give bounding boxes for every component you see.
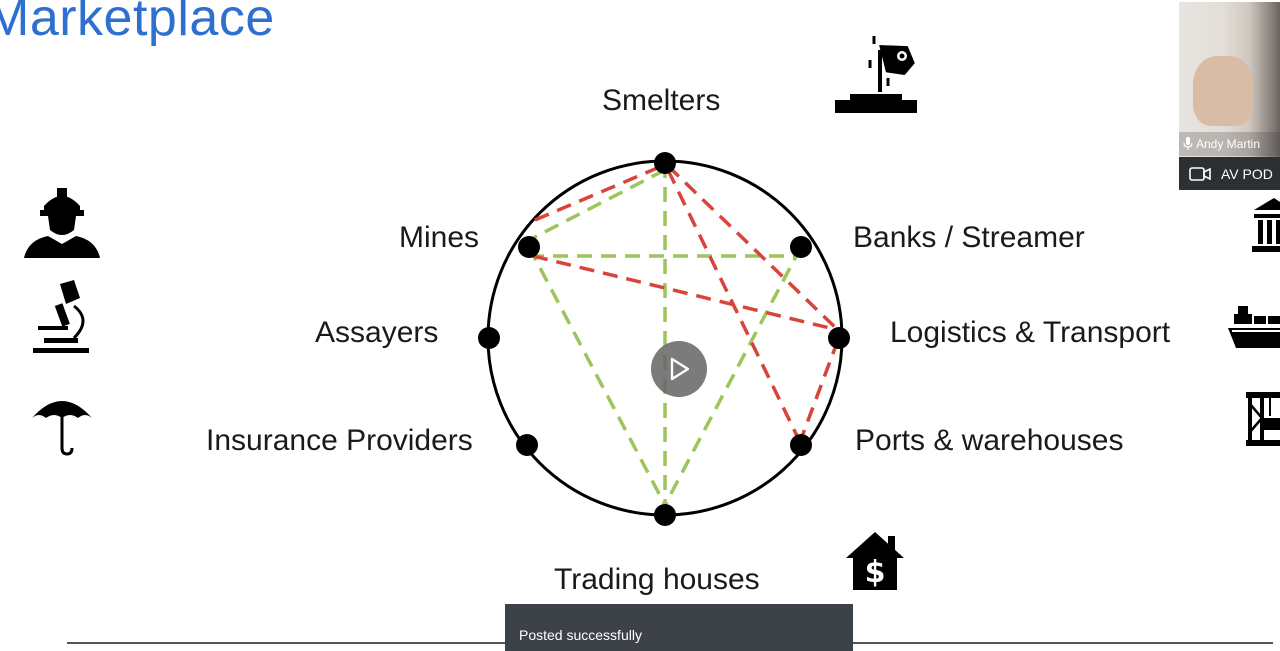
svg-text:$: $ xyxy=(865,555,886,590)
play-icon xyxy=(670,357,690,381)
label-smelters: Smelters xyxy=(602,84,721,117)
av-pod-label: AV POD xyxy=(1221,165,1273,182)
node-logistics xyxy=(828,327,850,349)
label-insurance: Insurance Providers xyxy=(206,424,473,457)
participant-name-bar: Andy Martin xyxy=(1179,132,1280,156)
toast-message: Posted successfully xyxy=(519,627,642,643)
slide-title: Marketplace xyxy=(0,0,275,47)
play-button[interactable] xyxy=(651,341,707,397)
label-assayers: Assayers xyxy=(315,316,439,349)
red-link-smelters-logistics xyxy=(666,164,840,332)
red-link-logistics-ports xyxy=(798,339,840,443)
red-link-smelters-ports xyxy=(666,169,802,443)
node-smelters xyxy=(654,152,676,174)
label-mines: Mines xyxy=(399,221,480,254)
red-links xyxy=(532,164,840,443)
label-logistics: Logistics & Transport xyxy=(890,316,1171,349)
participant-face xyxy=(1193,56,1253,126)
bank-icon xyxy=(1252,198,1280,252)
network-nodes xyxy=(478,152,850,526)
label-banks: Banks / Streamer xyxy=(853,221,1085,254)
label-ports: Ports & warehouses xyxy=(855,424,1124,457)
node-ports xyxy=(790,434,812,456)
red-link-mines-logistics xyxy=(532,254,839,332)
green-link-mines-trading xyxy=(527,246,667,506)
green-link-banks-trading xyxy=(663,246,803,506)
molten-metal-pour-icon xyxy=(835,36,917,113)
toast-notification: Posted successfully xyxy=(505,604,853,651)
node-assayers xyxy=(478,327,500,349)
participant-name: Andy Martin xyxy=(1196,137,1261,151)
node-trading xyxy=(654,504,676,526)
node-insurance xyxy=(516,434,538,456)
microscope-icon xyxy=(33,280,89,353)
node-mines xyxy=(518,236,540,258)
house-dollar-icon: $ xyxy=(846,532,904,590)
microphone-icon xyxy=(1183,137,1193,150)
video-camera-icon xyxy=(1189,166,1211,181)
green-link-smelters-mines xyxy=(528,168,666,242)
green-links xyxy=(527,163,803,515)
participant-video-tile[interactable]: Andy Martin AV POD xyxy=(1179,2,1280,190)
cargo-ship-icon xyxy=(1228,306,1280,348)
node-banks xyxy=(790,236,812,258)
av-pod-bar[interactable]: AV POD xyxy=(1179,157,1280,190)
label-trading: Trading houses xyxy=(554,563,760,596)
umbrella-icon xyxy=(32,401,92,456)
miner-helmet-icon xyxy=(24,188,100,258)
port-crane-icon xyxy=(1246,392,1280,446)
